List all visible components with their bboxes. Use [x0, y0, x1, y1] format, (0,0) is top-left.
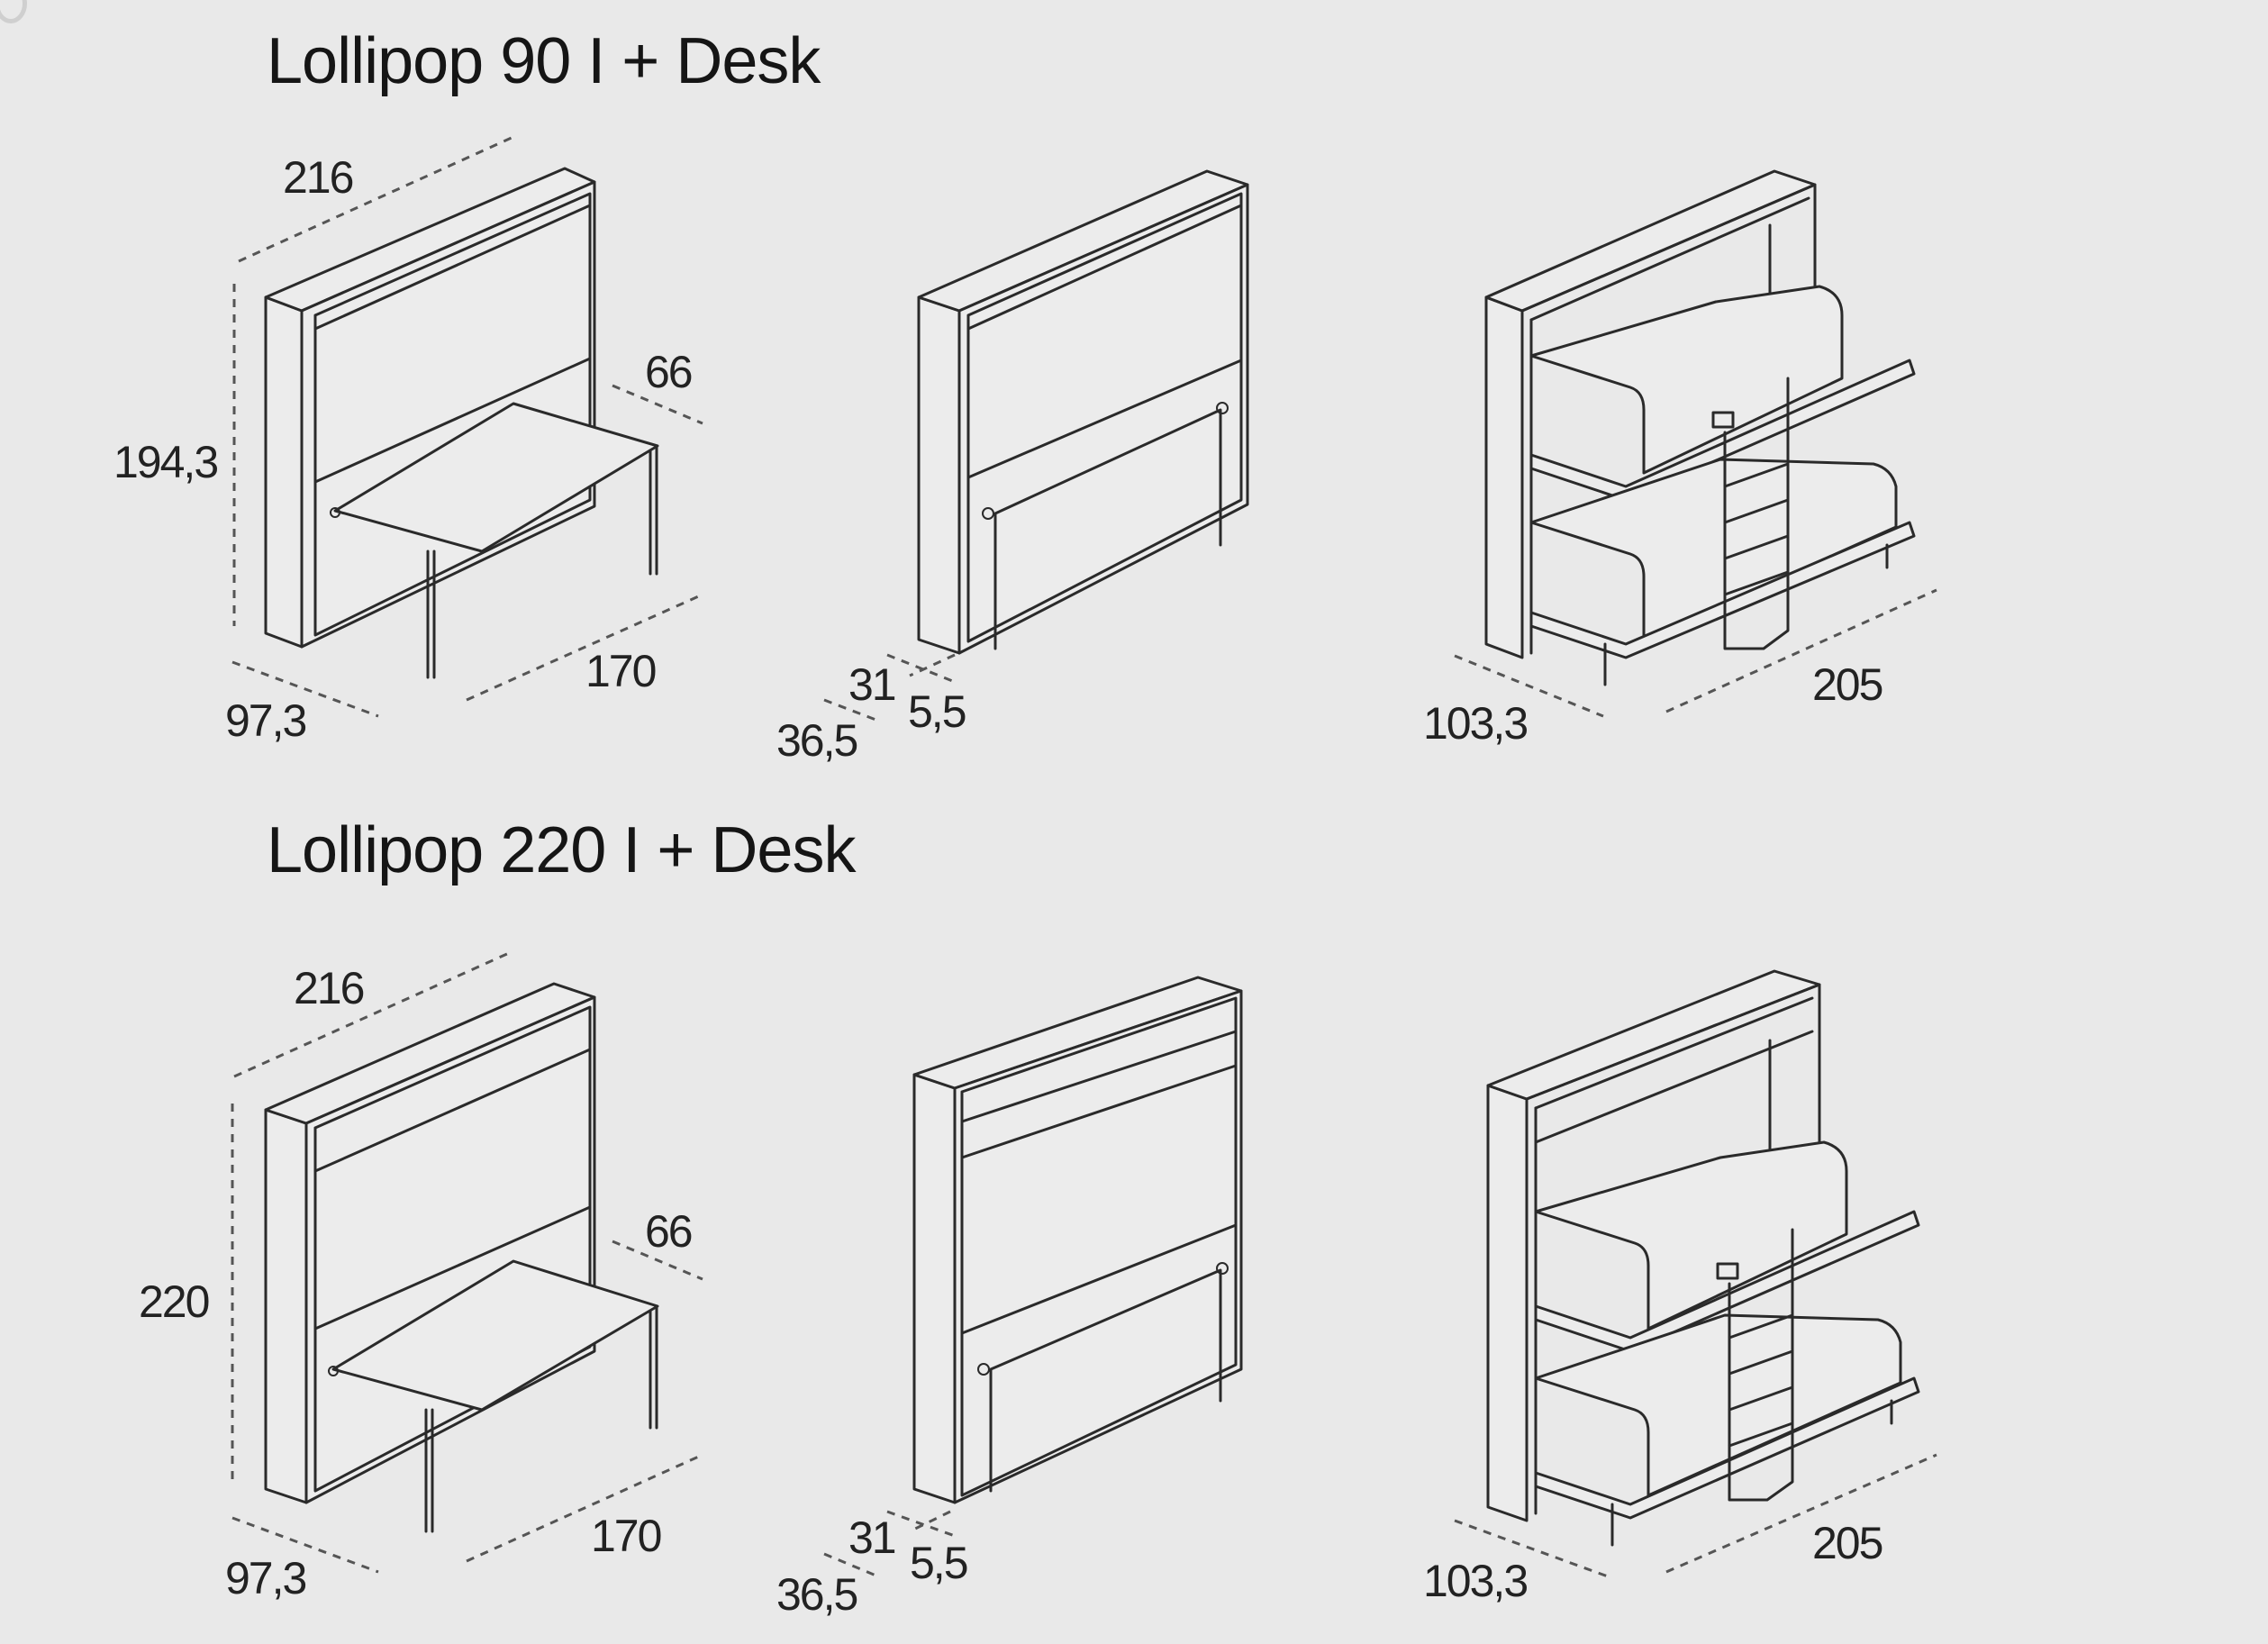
dim-depth: 97,3 — [225, 1553, 307, 1603]
dim-width: 216 — [283, 152, 354, 203]
dim-bunk-depth: 103,3 — [1423, 698, 1529, 749]
section-title: Lollipop 90 I + Desk — [267, 25, 821, 97]
dim-desk-depth: 66 — [645, 1206, 694, 1257]
dim-c: 36,5 — [776, 715, 858, 766]
s2-bunk-unit-drawing — [1454, 969, 1937, 1578]
dim-desk-depth: 66 — [645, 347, 694, 397]
section-title: Lollipop 220 I + Desk — [267, 814, 856, 886]
dim-bunk-length: 205 — [1812, 1518, 1883, 1568]
dim-width: 216 — [294, 963, 365, 1013]
dim-a: 31 — [848, 1512, 897, 1563]
dim-depth: 97,3 — [225, 695, 307, 746]
s1-closed-unit-drawing — [823, 169, 1249, 722]
dim-bunk-depth: 103,3 — [1423, 1556, 1529, 1606]
dim-c: 36,5 — [776, 1569, 858, 1620]
s2-desk-unit-drawing — [231, 951, 703, 1574]
corner-mark — [0, 0, 27, 23]
dim-height: 194,3 — [113, 437, 219, 487]
dim-height: 220 — [139, 1276, 210, 1327]
dim-bunk-length: 205 — [1812, 659, 1883, 710]
s2-closed-unit-drawing — [823, 976, 1243, 1578]
dim-desk-width: 170 — [591, 1511, 662, 1561]
dim-desk-width: 170 — [585, 646, 657, 696]
s1-bunk-unit-drawing — [1454, 169, 1937, 718]
dim-b: 5,5 — [908, 686, 967, 737]
dim-a: 31 — [848, 659, 897, 710]
dim-b: 5,5 — [910, 1538, 969, 1588]
s1-desk-unit-drawing — [231, 135, 703, 718]
